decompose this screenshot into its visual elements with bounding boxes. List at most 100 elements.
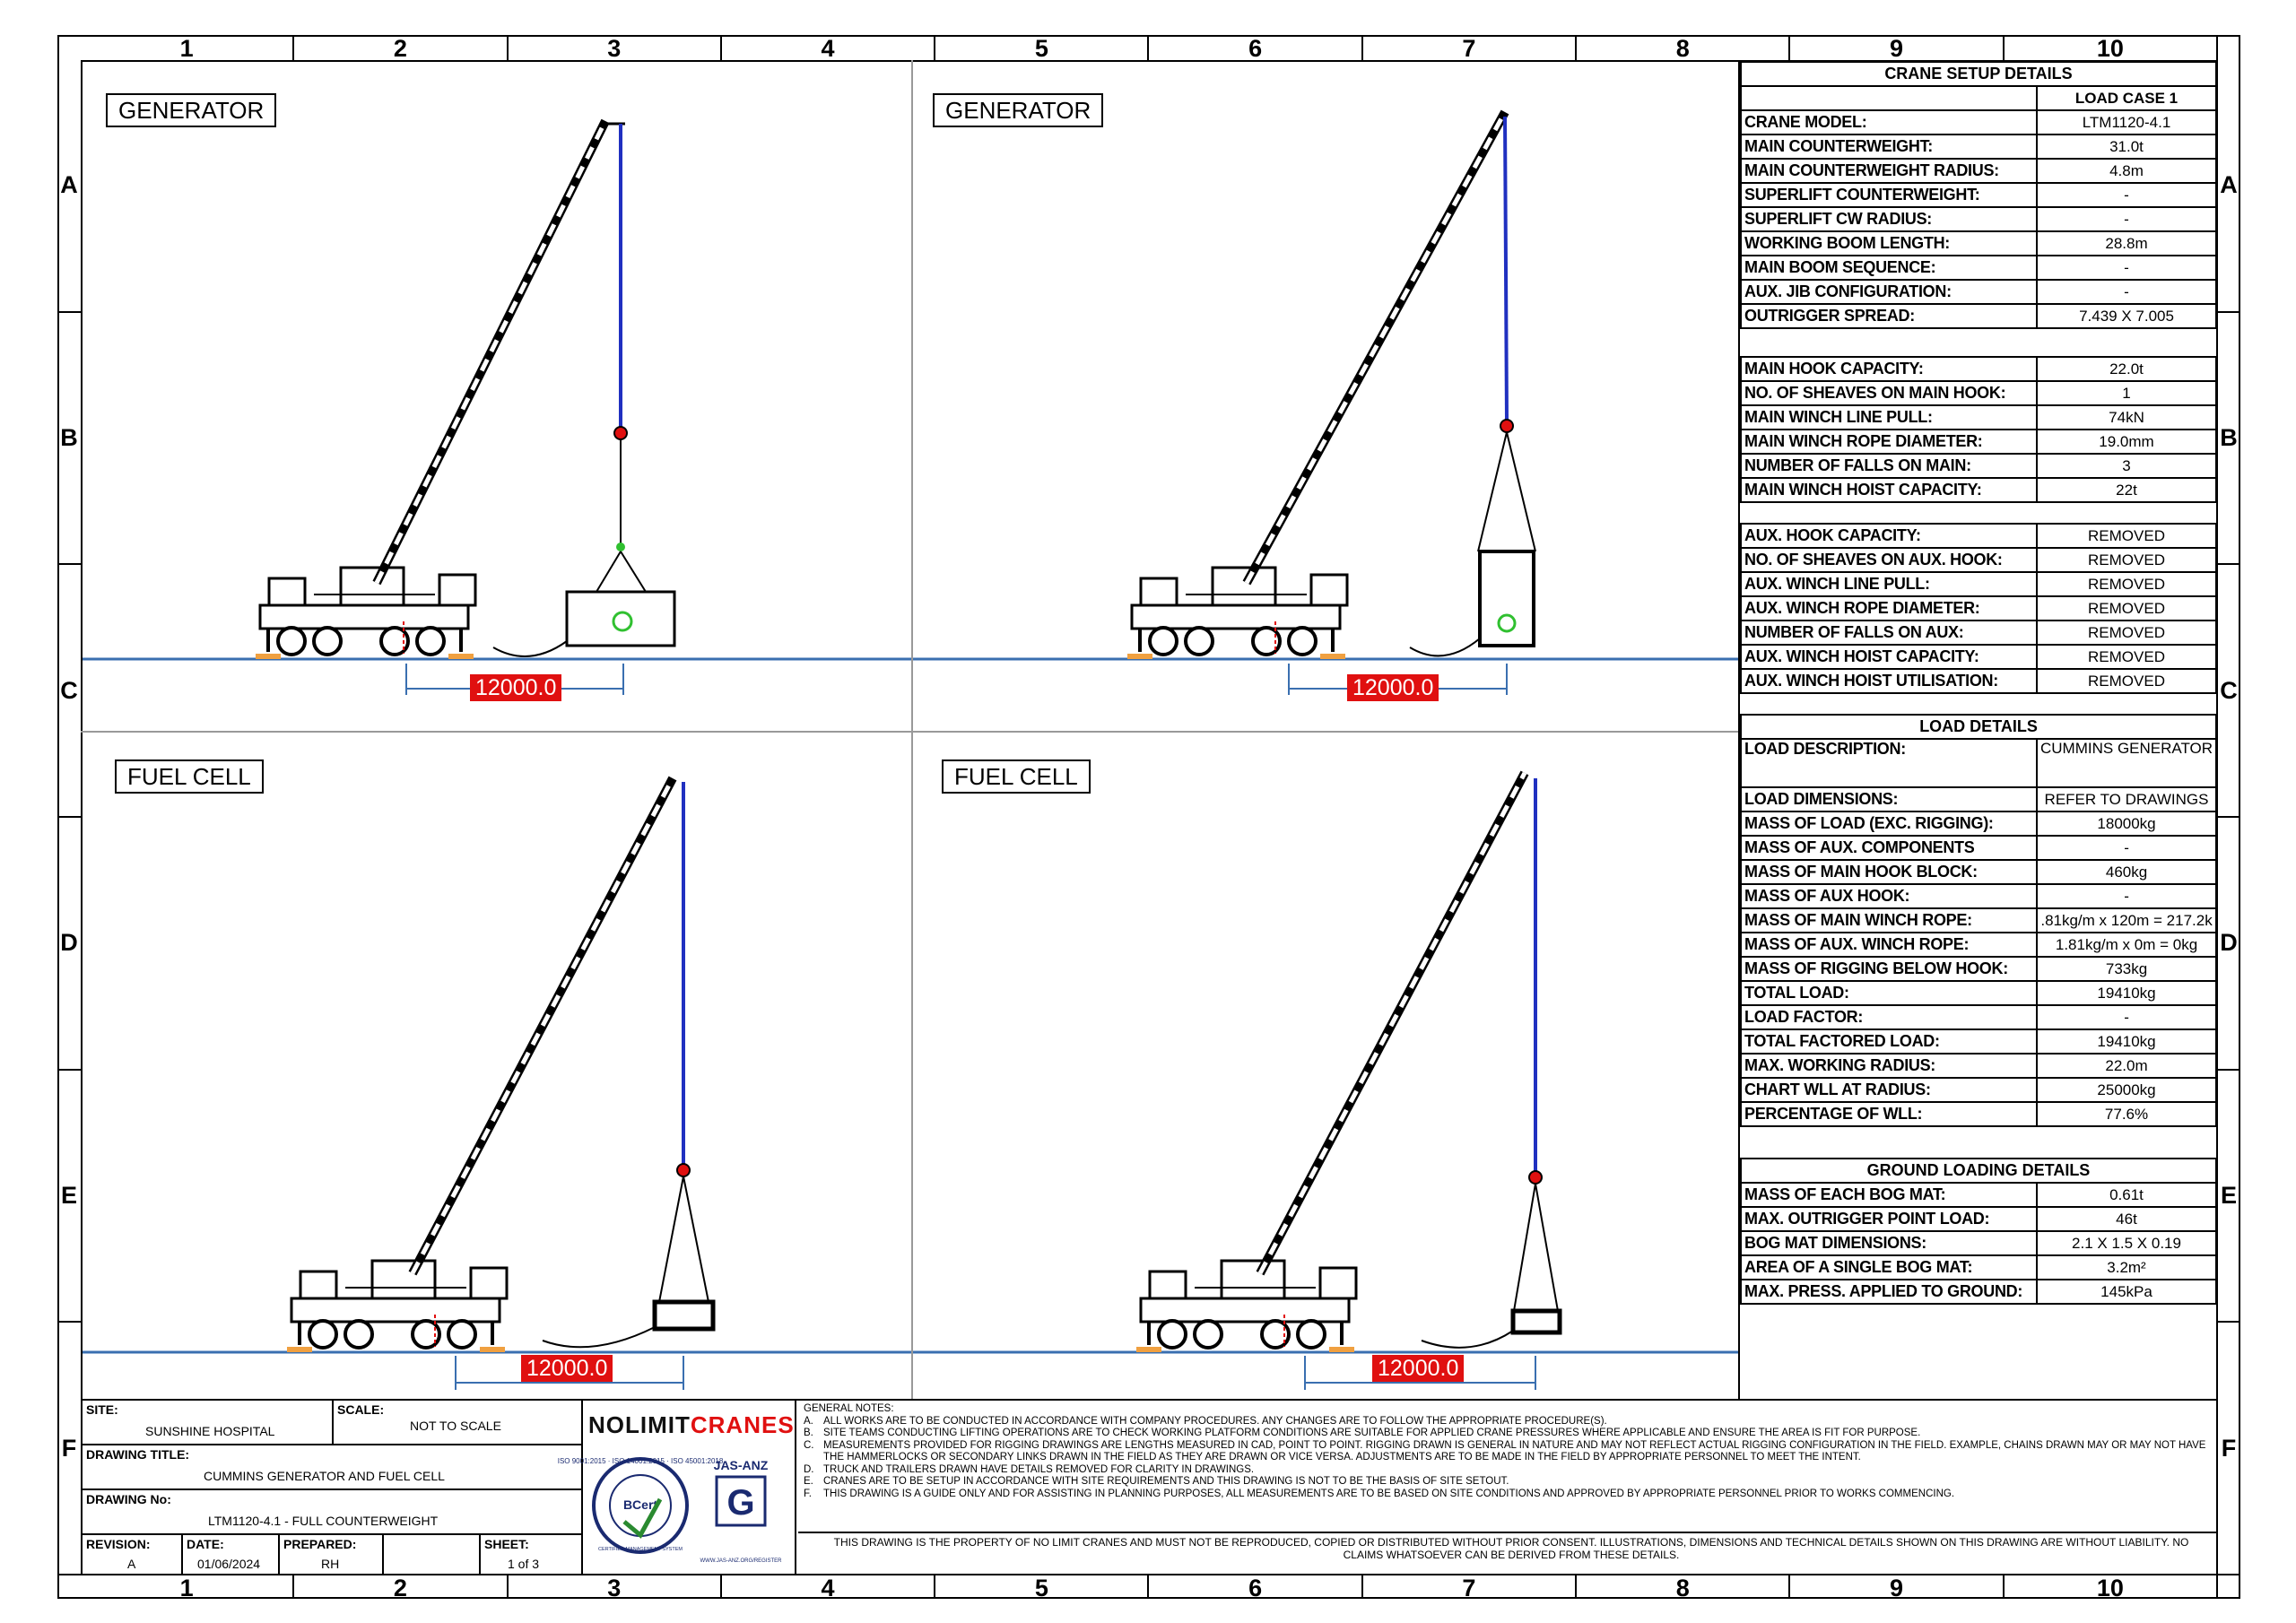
cert-band-text: CERTIFIED MANAGEMENT SYSTEM bbox=[598, 1547, 683, 1552]
view-title-fuel-cell-2: FUEL CELL bbox=[942, 759, 1091, 794]
column-label-10: 10 bbox=[2005, 35, 2218, 62]
column-label-6: 6 bbox=[1150, 35, 1363, 62]
row-value: - bbox=[2036, 255, 2217, 281]
row-value: - bbox=[2035, 1004, 2218, 1030]
row-key: MASS OF AUX HOOK: bbox=[1740, 883, 2038, 909]
load-case-header: LOAD CASE 1 bbox=[2036, 85, 2217, 111]
note-letter: B. bbox=[804, 1428, 813, 1438]
drawing-no-value: LTM1120-4.1 - FULL COUNTERWEIGHT bbox=[208, 1514, 439, 1528]
row-key: MAIN WINCH HOIST CAPACITY: bbox=[1740, 477, 2038, 503]
row-key: NO. OF SHEAVES ON AUX. HOOK: bbox=[1740, 547, 2038, 573]
note-item: F.THIS DRAWING IS A GUIDE ONLY AND FOR A… bbox=[804, 1488, 2212, 1501]
note-letter: F. bbox=[804, 1488, 812, 1499]
row-key: MASS OF EACH BOG MAT: bbox=[1740, 1182, 2038, 1208]
row-key: MASS OF RIGGING BELOW HOOK: bbox=[1740, 956, 2038, 982]
row-value: REMOVED bbox=[2036, 668, 2217, 694]
note-item: E.CRANES ARE TO BE SETUP IN ACCORDANCE W… bbox=[804, 1476, 2212, 1488]
table-row: MASS OF AUX HOOK:- bbox=[1740, 883, 2218, 909]
column-label-4: 4 bbox=[722, 35, 936, 62]
row-value: 4.8m bbox=[2036, 158, 2217, 184]
column-label-3: 3 bbox=[509, 35, 722, 62]
row-key: MASS OF MAIN WINCH ROPE: bbox=[1740, 907, 2038, 933]
table-row: MAX. PRESS. APPLIED TO GROUND:145kPa bbox=[1740, 1279, 2217, 1305]
row-value: - bbox=[2036, 182, 2217, 208]
table-row: LOAD CASE 1 bbox=[1740, 85, 2217, 111]
row-value: 3 bbox=[2036, 453, 2217, 479]
row-key: MAIN WINCH ROPE DIAMETER: bbox=[1740, 429, 2038, 455]
row-label-A: A bbox=[57, 60, 81, 313]
row-key: BOG MAT DIMENSIONS: bbox=[1740, 1230, 2038, 1256]
site-label: SITE: bbox=[86, 1402, 118, 1417]
row-key: WORKING BOOM LENGTH: bbox=[1740, 230, 2038, 256]
notes-title: GENERAL NOTES: bbox=[804, 1403, 894, 1414]
row-key: CRANE MODEL: bbox=[1740, 109, 2038, 135]
row-key: TOTAL LOAD: bbox=[1740, 980, 2038, 1006]
row-value: 31.0t bbox=[2036, 134, 2217, 160]
drawing-no-label: DRAWING No: bbox=[86, 1492, 171, 1506]
row-value: 22.0m bbox=[2035, 1053, 2218, 1079]
dimension-label-4: 12000.0 bbox=[1372, 1355, 1465, 1382]
table-row: CHART WLL AT RADIUS:25000kg bbox=[1740, 1077, 2218, 1103]
row-label-E: E bbox=[2217, 1071, 2240, 1324]
drawing-title-cell: DRAWING TITLE: CUMMINS GENERATOR AND FUE… bbox=[81, 1444, 583, 1490]
column-label-8: 8 bbox=[1577, 35, 1791, 62]
column-label-8: 8 bbox=[1577, 1575, 1791, 1601]
row-key: AUX. WINCH LINE PULL: bbox=[1740, 571, 2038, 597]
column-label-2: 2 bbox=[294, 35, 509, 62]
note-letter: A. bbox=[804, 1415, 813, 1427]
row-value: 19410kg bbox=[2035, 1028, 2218, 1055]
notes-list: A. ALL WORKS ARE TO BE CONDUCTED IN ACCOR… bbox=[804, 1416, 2212, 1501]
note-item: C.MEASUREMENTS PROVIDED FOR RIGGING DRAW… bbox=[804, 1440, 2212, 1464]
row-key: LOAD DIMENSIONS: bbox=[1740, 786, 2038, 812]
cert-ring-text: ISO 9001:2015 · ISO 14001:2015 · ISO 450… bbox=[558, 1457, 724, 1465]
table-row: AUX. JIB CONFIGURATION:- bbox=[1740, 279, 2217, 305]
table-row: PERCENTAGE OF WLL:77.6% bbox=[1740, 1101, 2218, 1127]
row-value: 25000kg bbox=[2035, 1077, 2218, 1103]
spec-panel-border bbox=[1738, 60, 1740, 1401]
view-title-fuel-cell-1: FUEL CELL bbox=[115, 759, 264, 794]
table-row: LOAD FACTOR:- bbox=[1740, 1004, 2218, 1030]
row-value: - bbox=[2036, 206, 2217, 232]
row-key: MAX. PRESS. APPLIED TO GROUND: bbox=[1740, 1279, 2038, 1305]
row-value: 28.8m bbox=[2036, 230, 2217, 256]
row-value: 74kN bbox=[2036, 404, 2217, 430]
table-title: GROUND LOADING DETAILS bbox=[1740, 1158, 2217, 1184]
sheet-label: SHEET: bbox=[484, 1537, 529, 1551]
row-value: 77.6% bbox=[2035, 1101, 2218, 1127]
row-label-A: A bbox=[2217, 60, 2240, 313]
row-value: 460kg bbox=[2035, 859, 2218, 885]
row-key bbox=[1740, 85, 2038, 111]
certification-badges: ISO 9001:2015 · ISO 14001:2015 · ISO 450… bbox=[558, 1457, 782, 1564]
scale-label: SCALE: bbox=[337, 1402, 385, 1417]
table-row: MASS OF AUX. WINCH ROPE:1.81kg/m x 0m = … bbox=[1740, 932, 2218, 958]
row-value: 19410kg bbox=[2035, 980, 2218, 1006]
table-row: CRANE MODEL:LTM1120-4.1 bbox=[1740, 109, 2217, 135]
row-key: MAX. WORKING RADIUS: bbox=[1740, 1053, 2038, 1079]
row-value: 145kPa bbox=[2036, 1279, 2217, 1305]
row-label-C: C bbox=[2217, 565, 2240, 818]
row-key: MAIN COUNTERWEIGHT: bbox=[1740, 134, 2038, 160]
row-value: 3.2m² bbox=[2036, 1254, 2217, 1280]
disclaimer-divider bbox=[798, 1532, 2218, 1533]
table-row: LOAD DESCRIPTION:CUMMINS GENERATOR bbox=[1740, 738, 2218, 788]
row-value: REMOVED bbox=[2036, 547, 2217, 573]
table-header-row: LOAD DETAILS bbox=[1739, 714, 2218, 740]
row-value: 1.81kg/m x 0m = 0kg bbox=[2035, 932, 2218, 958]
row-value: 7.439 X 7.005 bbox=[2036, 303, 2217, 329]
table-row: AUX. WINCH LINE PULL:REMOVED bbox=[1740, 571, 2217, 597]
logo-cell: NOLIMITCRANES ISO 9001:2015 · ISO 14001:… bbox=[558, 1399, 796, 1575]
note-item: A. ALL WORKS ARE TO BE CONDUCTED IN ACCOR… bbox=[804, 1416, 2212, 1428]
row-value: REMOVED bbox=[2036, 523, 2217, 549]
row-value: .81kg/m x 120m = 217.2k bbox=[2035, 907, 2218, 933]
jas-anz-text: JAS-ANZ bbox=[714, 1458, 769, 1472]
row-key: AUX. WINCH HOIST CAPACITY: bbox=[1740, 644, 2038, 670]
note-text: CRANES ARE TO BE SETUP IN ACCORDANCE WIT… bbox=[823, 1476, 1509, 1487]
table-row: MAIN WINCH LINE PULL:74kN bbox=[1740, 404, 2217, 430]
table-row: AUX. WINCH HOIST UTILISATION:REMOVED bbox=[1740, 668, 2217, 694]
blank-cell bbox=[382, 1533, 481, 1575]
row-key: MASS OF MAIN HOOK BLOCK: bbox=[1740, 859, 2038, 885]
row-key: MAIN WINCH LINE PULL: bbox=[1740, 404, 2038, 430]
note-text: ALL WORKS ARE TO BE CONDUCTED IN ACCORDA… bbox=[823, 1415, 1607, 1427]
